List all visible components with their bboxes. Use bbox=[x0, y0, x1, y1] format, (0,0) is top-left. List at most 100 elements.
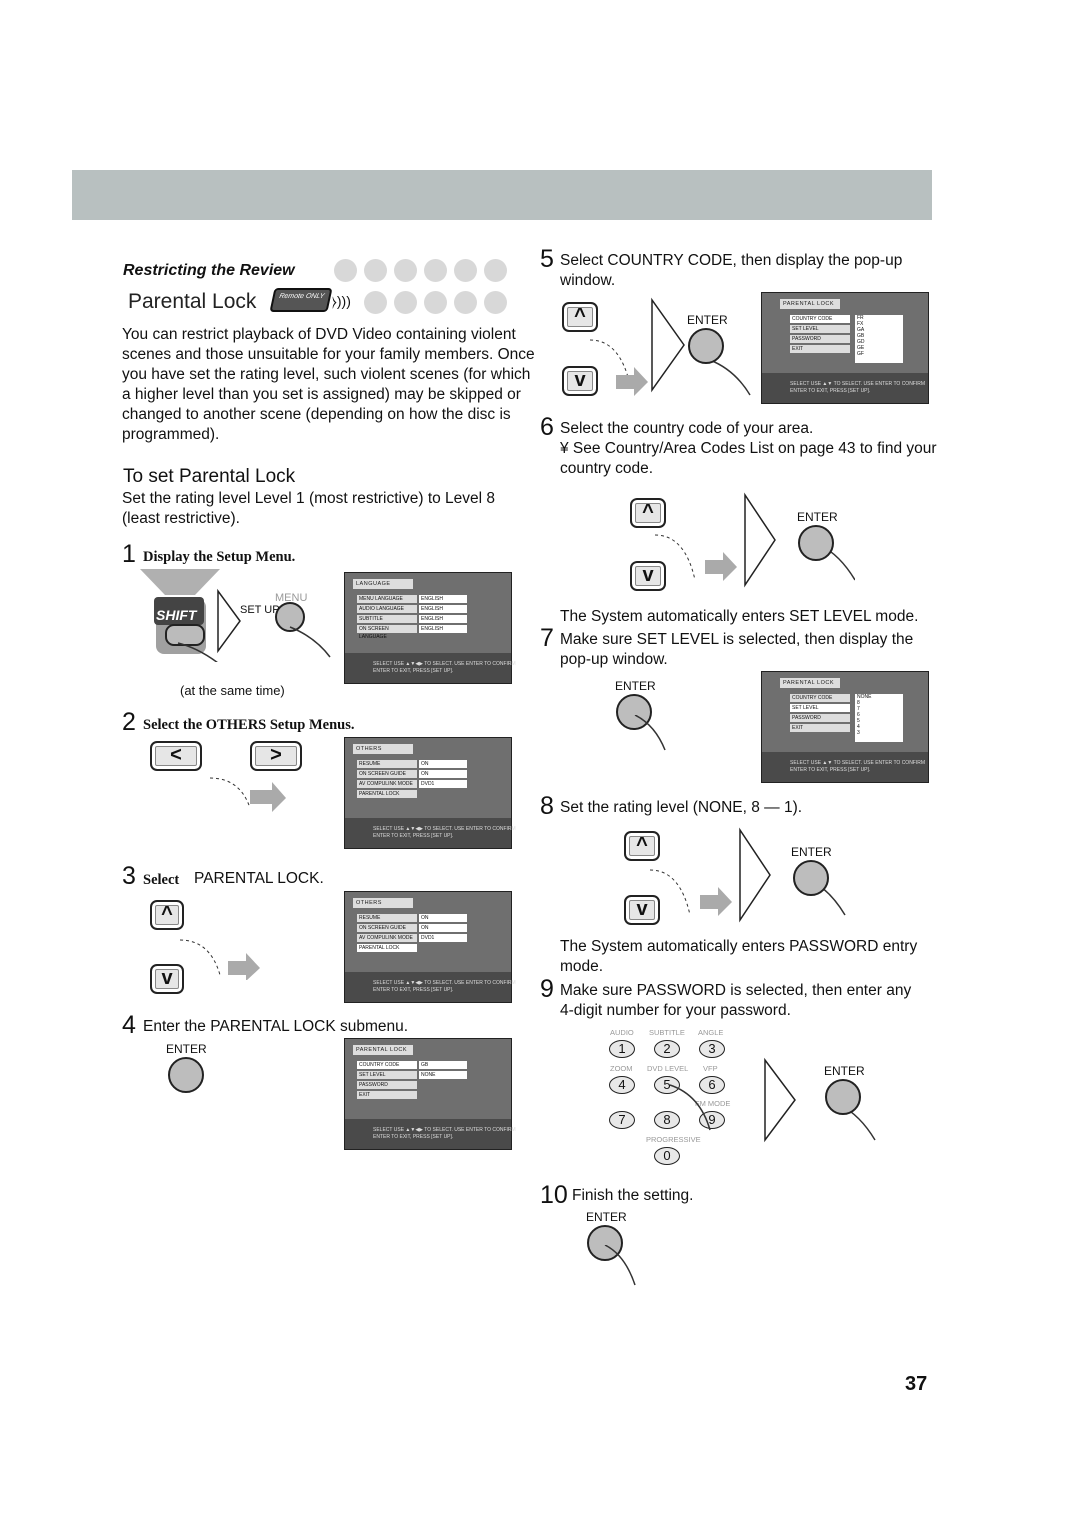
label-vfp: VFP bbox=[703, 1064, 718, 1073]
label-audio: AUDIO bbox=[610, 1028, 634, 1037]
popup-item: FX bbox=[857, 321, 864, 327]
shift-label: SHIFT bbox=[156, 607, 197, 623]
step-3-number: 3 bbox=[122, 862, 136, 890]
up-key-8: ^ bbox=[624, 831, 660, 861]
step-6-bullet-2: country code. bbox=[560, 460, 654, 477]
popup-item: 4 bbox=[857, 724, 860, 730]
popup-item: 3 bbox=[857, 730, 860, 736]
paragraph-line: (least restrictive). bbox=[122, 510, 240, 527]
enter-label-10: ENTER bbox=[586, 1210, 627, 1224]
step-5-line2: window. bbox=[560, 272, 616, 289]
paragraph-line: a higher level than you set is assigned)… bbox=[122, 386, 521, 403]
down-key-5: v bbox=[562, 366, 598, 396]
section-heading: Restricting the Review bbox=[123, 262, 295, 279]
hand-arrow-2 bbox=[210, 777, 286, 812]
key-7: 7 bbox=[609, 1111, 635, 1129]
up-key-6: ^ bbox=[630, 498, 666, 528]
key-1: 1 bbox=[609, 1040, 635, 1058]
paragraph-line: scenes and those unsuitable for your fam… bbox=[122, 346, 535, 363]
step-3-pre: Select bbox=[143, 872, 180, 888]
step-7-number: 7 bbox=[540, 624, 554, 652]
paragraph-line: Set the rating level Level 1 (most restr… bbox=[122, 490, 496, 507]
step-9-line1: Make sure PASSWORD is selected, then ent… bbox=[560, 982, 912, 999]
decor-dots-row1 bbox=[334, 259, 507, 282]
enter-button-6 bbox=[798, 525, 834, 561]
popup-item: 8 bbox=[857, 700, 860, 706]
remote-signal-icon: ⧽))) bbox=[332, 293, 351, 309]
key-2: 2 bbox=[654, 1040, 680, 1058]
hand-7 bbox=[634, 715, 666, 751]
key-0: 0 bbox=[654, 1147, 680, 1165]
up-key-5: ^ bbox=[562, 302, 598, 332]
step-9-line2: 4-digit number for your password. bbox=[560, 1002, 791, 1019]
down-key-6: v bbox=[630, 561, 666, 591]
step-6-text: Select the country code of your area. bbox=[560, 420, 814, 437]
popup-item: GE bbox=[857, 345, 865, 351]
step-3-text: PARENTAL LOCK. bbox=[194, 870, 324, 887]
key-8: 8 bbox=[654, 1111, 680, 1129]
enter-label-5: ENTER bbox=[687, 313, 728, 327]
enter-button-9 bbox=[825, 1079, 861, 1115]
hand-10 bbox=[604, 1245, 636, 1286]
key-4: 4 bbox=[609, 1076, 635, 1094]
label-dvd-level: DVD LEVEL bbox=[647, 1064, 689, 1073]
menu-label: MENU bbox=[275, 592, 308, 604]
paragraph-line: changed to another scene (depending on h… bbox=[122, 406, 511, 423]
label-progressive: PROGRESSIVE bbox=[646, 1135, 701, 1144]
popup-item: NONE bbox=[857, 694, 872, 700]
popup-item: 7 bbox=[857, 706, 860, 712]
popup-item: FR bbox=[857, 315, 864, 321]
step-7-line1: Make sure SET LEVEL is selected, then di… bbox=[560, 631, 914, 648]
paragraph-line: You can restrict playback of DVD Video c… bbox=[122, 326, 516, 343]
step-5-number: 5 bbox=[540, 245, 554, 273]
label-fm-mode: FM MODE bbox=[695, 1099, 731, 1108]
popup-item: GB bbox=[857, 333, 865, 339]
decor-dots-row2 bbox=[364, 291, 507, 314]
step-1-number: 1 bbox=[122, 540, 136, 568]
hand-arrow-5 bbox=[590, 297, 751, 396]
enter-label-8: ENTER bbox=[791, 845, 832, 859]
popup-item: GD bbox=[857, 339, 865, 345]
step-1-text: Display the Setup Menu. bbox=[143, 549, 296, 565]
step-2-number: 2 bbox=[122, 708, 136, 736]
label-subtitle: SUBTITLE bbox=[649, 1028, 685, 1037]
key-5: 5 bbox=[654, 1076, 680, 1094]
enter-button-4 bbox=[168, 1057, 204, 1093]
popup-item: 5 bbox=[857, 718, 860, 724]
enter-label-9: ENTER bbox=[824, 1064, 865, 1078]
down-key-3: v bbox=[150, 964, 184, 994]
same-time-note: (at the same time) bbox=[180, 683, 285, 698]
label-zoom: ZOOM bbox=[610, 1064, 633, 1073]
enter-label-7: ENTER bbox=[615, 679, 656, 693]
popup-item: GA bbox=[857, 327, 865, 333]
label-angle: ANGLE bbox=[698, 1028, 724, 1037]
left-key: < bbox=[150, 741, 202, 771]
page-title: Parental Lock bbox=[128, 290, 257, 313]
step-7-line2: pop-up window. bbox=[560, 651, 668, 668]
step-8-number: 8 bbox=[540, 792, 554, 820]
step-10-number: 10 bbox=[540, 1181, 568, 1209]
setup-label: SET UP bbox=[240, 604, 280, 616]
subheading: To set Parental Lock bbox=[123, 466, 296, 487]
down-key-8: v bbox=[624, 895, 660, 925]
step-10-text: Finish the setting. bbox=[572, 1187, 694, 1204]
step-9-number: 9 bbox=[540, 975, 554, 1003]
hand-arrow-3 bbox=[180, 939, 260, 980]
enter-button-7 bbox=[616, 694, 652, 730]
up-key-3: ^ bbox=[150, 900, 184, 930]
remote-only-badge: Remote ONLY bbox=[269, 288, 333, 312]
step-5-line1: Select COUNTRY CODE, then display the po… bbox=[560, 252, 903, 269]
step-2-text: Select the OTHERS Setup Menus. bbox=[143, 717, 355, 733]
enter-button-5 bbox=[688, 328, 724, 364]
key-9: 9 bbox=[699, 1111, 725, 1129]
paragraph-line: programmed). bbox=[122, 426, 220, 443]
step-8-text: Set the rating level (NONE, 8 — 1). bbox=[560, 799, 803, 816]
enter-label-6: ENTER bbox=[797, 510, 838, 524]
enter-label-4: ENTER bbox=[166, 1042, 207, 1056]
paragraph-line: you have set the rating level, such viol… bbox=[122, 366, 531, 383]
step-6-bullet-1: ¥ See Country/Area Codes List on page 43… bbox=[560, 440, 937, 457]
step-6-number: 6 bbox=[540, 413, 554, 441]
